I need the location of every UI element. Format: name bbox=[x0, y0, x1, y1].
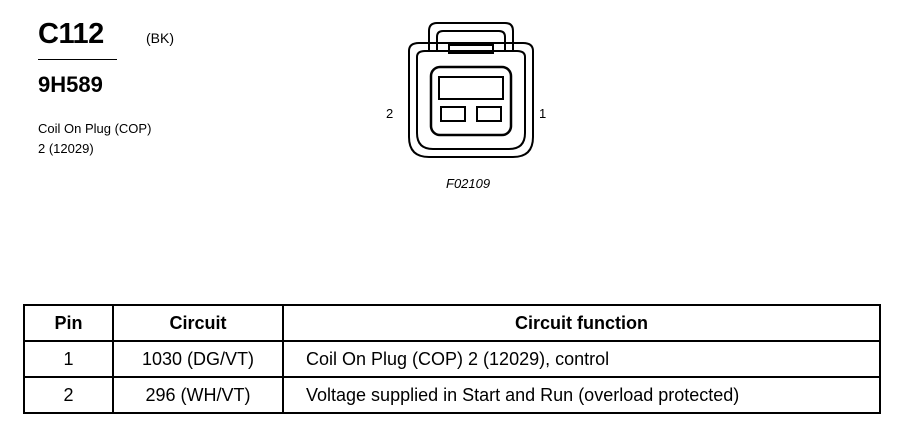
part-number: 9H589 bbox=[38, 72, 103, 97]
locking-tab-inner bbox=[436, 30, 506, 51]
terminal-pin-1 bbox=[476, 106, 502, 122]
pin-number: 2 bbox=[23, 376, 114, 414]
lock-latch bbox=[448, 44, 494, 54]
connector-outer-shell bbox=[408, 42, 534, 158]
locking-tab bbox=[428, 22, 514, 51]
pin-2-label: 2 bbox=[386, 106, 394, 121]
pin-table: Pin Circuit Circuit function 1 1030 (DG/… bbox=[23, 304, 881, 414]
pin-table-header: Pin Circuit Circuit function bbox=[23, 304, 881, 342]
component-description-line2: 2 (12029) bbox=[38, 141, 94, 156]
terminal-cavity-housing bbox=[429, 65, 513, 137]
figure-reference: F02109 bbox=[446, 176, 491, 191]
circuit-code: 296 (WH/VT) bbox=[112, 376, 284, 414]
table-row: 2 296 (WH/VT) Voltage supplied in Start … bbox=[23, 376, 881, 414]
table-row: 1 1030 (DG/VT) Coil On Plug (COP) 2 (120… bbox=[23, 340, 881, 378]
connector-color-code: (BK) bbox=[146, 30, 174, 46]
circuit-function: Voltage supplied in Start and Run (overl… bbox=[282, 376, 881, 414]
component-description-line1: Coil On Plug (COP) bbox=[38, 121, 152, 136]
connector-id: C112 bbox=[38, 18, 104, 50]
connector-inner-shell bbox=[416, 50, 526, 150]
header-circuit: Circuit bbox=[112, 304, 284, 342]
title-underline bbox=[38, 59, 117, 60]
pin-number: 1 bbox=[23, 340, 114, 378]
header-pin: Pin bbox=[23, 304, 114, 342]
connector-face-diagram bbox=[408, 22, 534, 158]
circuit-code: 1030 (DG/VT) bbox=[112, 340, 284, 378]
pin-1-label: 1 bbox=[539, 106, 547, 121]
terminal-pin-2 bbox=[440, 106, 466, 122]
header-circuit-function: Circuit function bbox=[282, 304, 881, 342]
circuit-function: Coil On Plug (COP) 2 (12029), control bbox=[282, 340, 881, 378]
terminal-upper-slot bbox=[438, 76, 504, 100]
